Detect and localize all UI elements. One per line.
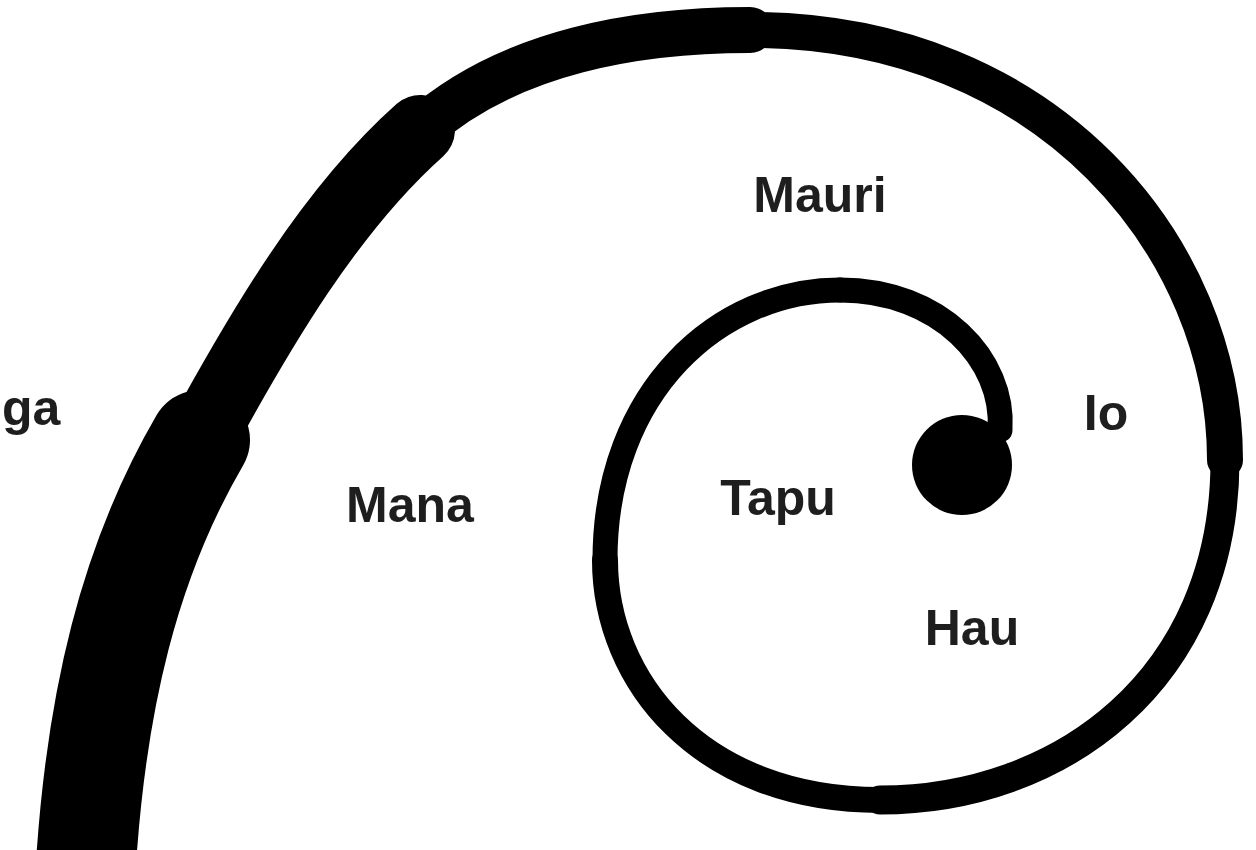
concept-label: Tapu xyxy=(720,471,836,526)
concept-label: Hau xyxy=(925,601,1019,656)
concept-label: Mana xyxy=(346,478,474,533)
concept-label: Io xyxy=(1084,386,1128,441)
concept-label: ga xyxy=(2,381,60,436)
concept-label: Mauri xyxy=(753,168,886,223)
